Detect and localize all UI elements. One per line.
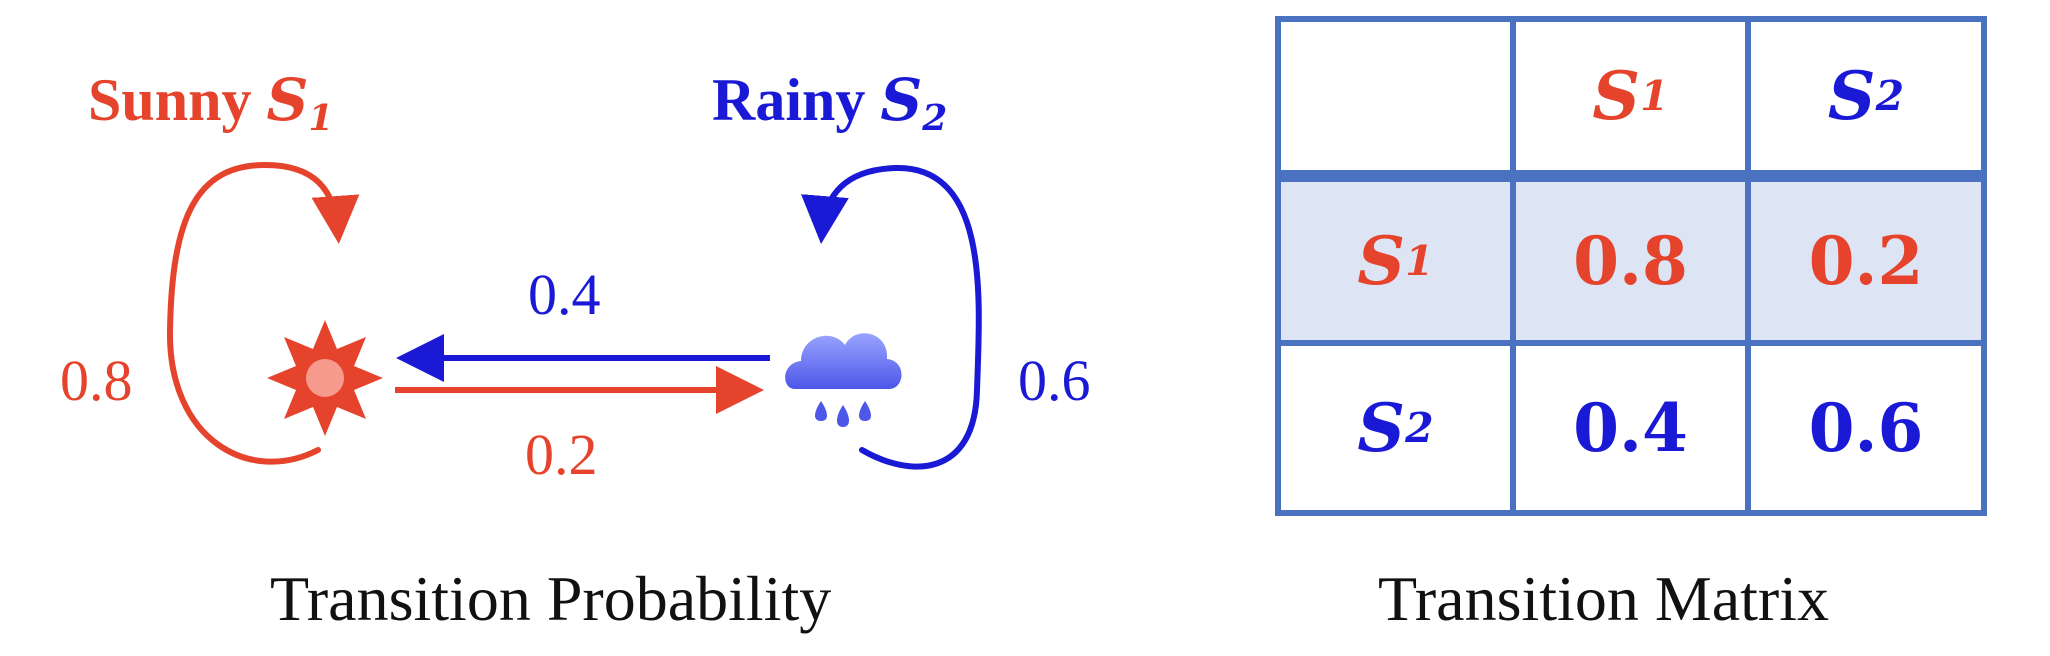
prob-rainy-to-sunny: 0.4 — [528, 262, 601, 327]
matrix-row-header-2-index: 2 — [1405, 404, 1434, 452]
rainy-symbol-index: 2 — [922, 97, 948, 140]
prob-sunny-to-sunny: 0.8 — [60, 348, 133, 413]
rainy-self-loop-arrow — [801, 164, 982, 470]
matrix-row-header-1-letter: S — [1357, 222, 1406, 300]
rain-cloud-icon — [785, 333, 902, 427]
matrix-cell-2-2: 0.6 — [1808, 389, 1924, 467]
sunny-self-loop-arrow — [166, 161, 360, 465]
state-transition-diagram — [166, 161, 982, 470]
matrix-row-header-1-index: 1 — [1405, 237, 1434, 285]
prob-sunny-to-rainy: 0.2 — [525, 422, 598, 487]
rainy-state-title: Rainy S2 — [712, 66, 947, 139]
matrix-cell-1-1: 0.8 — [1516, 182, 1751, 346]
sunny-symbol-index: 1 — [308, 97, 334, 140]
sun-icon — [267, 320, 383, 436]
sunny-state-title: Sunny S1 — [88, 66, 333, 139]
sunny-symbol: S1 — [266, 66, 333, 139]
matrix-cell-2-1: 0.4 — [1516, 346, 1751, 510]
rainy-label: Rainy — [712, 67, 866, 133]
sunny-symbol-letter: S — [266, 66, 309, 134]
rainy-symbol: S2 — [880, 66, 947, 139]
sunny-label: Sunny — [88, 67, 252, 133]
matrix-cell-1-2: 0.2 — [1751, 182, 1981, 346]
prob-rainy-to-rainy: 0.6 — [1018, 348, 1091, 413]
matrix-col-header-1-index: 1 — [1640, 72, 1669, 120]
matrix-row-header-2-letter: S — [1357, 389, 1406, 467]
caption-transition-matrix: Transition Matrix — [1378, 563, 1829, 634]
caption-transition-probability: Transition Probability — [270, 563, 832, 634]
matrix-corner-cell — [1281, 22, 1516, 182]
rainy-symbol-letter: S — [880, 66, 923, 134]
matrix-col-header-1-letter: S — [1592, 57, 1641, 135]
matrix-col-header-2-letter: S — [1827, 57, 1876, 135]
matrix-col-header-2-index: 2 — [1875, 72, 1905, 120]
